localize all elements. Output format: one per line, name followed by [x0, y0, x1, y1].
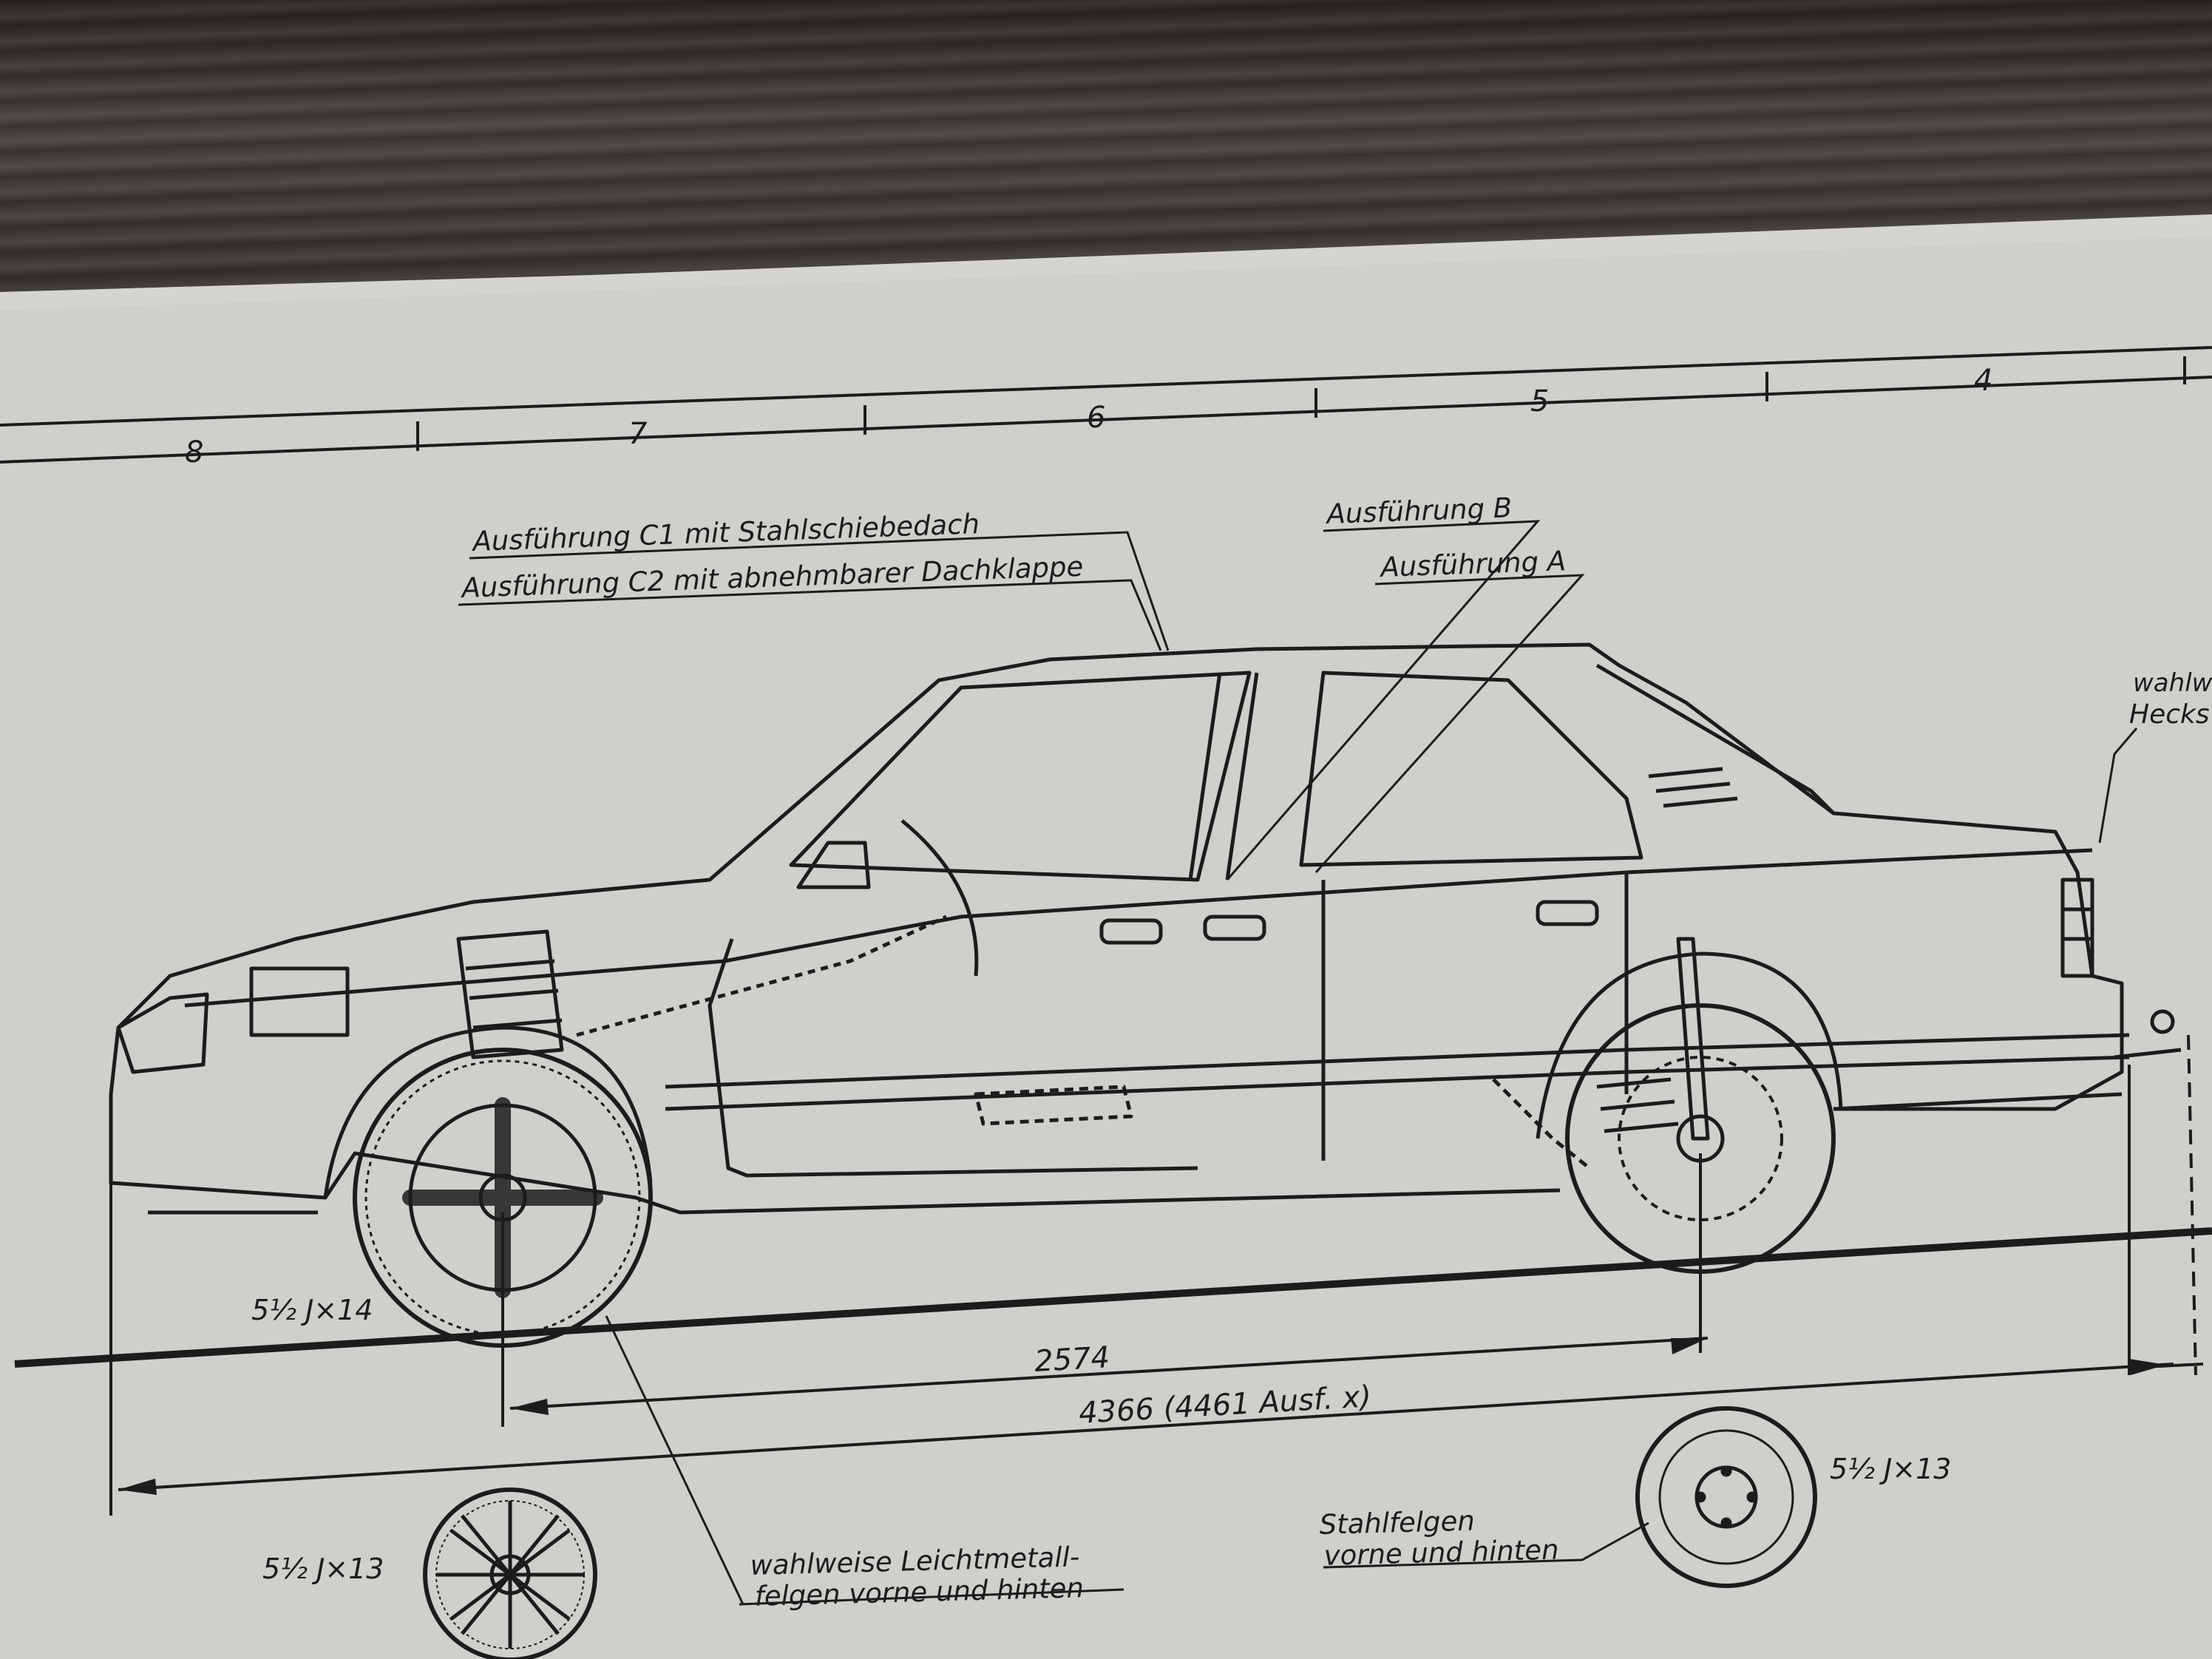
ruler-zone-6: 6 — [1087, 401, 1105, 435]
rear-door — [1321, 872, 1629, 1161]
steering-wheel — [900, 819, 979, 977]
rear-spring-coils — [1596, 1077, 1679, 1133]
front-door — [708, 938, 1198, 1178]
dim-overall — [118, 1363, 2174, 1491]
leader-b — [1226, 520, 1541, 881]
leader-c2 — [458, 579, 1162, 651]
front-wheel-arch — [323, 1025, 653, 1198]
dimension-lines — [109, 1034, 2204, 1516]
label-wahlw-partial: wahlw — [2133, 668, 2212, 698]
battery-box — [249, 966, 350, 1037]
front-window — [789, 671, 1252, 882]
front-door-handle — [1099, 918, 1163, 945]
belt-line — [184, 848, 2093, 1008]
headlight — [116, 992, 209, 1074]
ruler-zone-8: 8 — [185, 435, 203, 469]
leader-c1 — [469, 531, 1170, 651]
ground-line — [14, 1227, 2212, 1368]
rear-window — [1299, 671, 1643, 867]
rear-screen — [1595, 663, 1835, 815]
leader-steel — [1323, 1521, 1649, 1569]
side-mirror — [796, 841, 871, 889]
rear-door-handle — [1536, 900, 1599, 926]
dim-wheelbase — [509, 1337, 1709, 1410]
label-hecks-partial: Hecks — [2129, 699, 2210, 730]
ruler-zone-4: 4 — [1974, 364, 1992, 398]
c-pillar-vent — [1648, 767, 1738, 808]
leader-lines — [458, 520, 2138, 1606]
drive-shaft — [576, 915, 948, 1037]
leader-a — [1314, 574, 1585, 874]
label-variant-a: Ausführung A — [1379, 545, 1567, 583]
b-pillar — [1188, 672, 1259, 881]
paper-sheet — [0, 214, 2212, 1659]
leader-alloy — [605, 1315, 744, 1605]
leader-hecks — [2098, 727, 2138, 844]
seat-frame — [974, 1085, 1133, 1126]
label-steel-note-2: vorne und hinten — [1323, 1534, 1559, 1572]
label-rim-front: 5½ J×14 — [251, 1294, 373, 1326]
label-variant-b: Ausführung B — [1325, 492, 1513, 530]
dim-wheelbase-label: 2574 — [1034, 1340, 1110, 1379]
car-body-outline — [109, 642, 2124, 1111]
label-rim-alloy: 5½ J×13 — [262, 1553, 384, 1585]
front-suspension — [456, 929, 564, 1059]
rear-shock — [1676, 937, 1710, 1141]
rear-bumper — [1833, 1048, 2182, 1111]
tow-hook — [2150, 1009, 2175, 1034]
paper-highlight — [0, 214, 2212, 311]
steel-rim-detail — [1635, 1406, 1817, 1588]
label-steel-note-1: Stahlfelgen — [1319, 1505, 1475, 1541]
front-spring-coils — [465, 959, 563, 1030]
tail-light — [2060, 878, 2094, 978]
drawing-frame-ruler — [0, 346, 2212, 464]
car-side-view — [109, 642, 2182, 1215]
dimension-arrows — [118, 1338, 2166, 1495]
mid-door-handle — [1203, 915, 1266, 941]
label-rim-steel: 5½ J×13 — [1830, 1453, 1952, 1485]
dim-tow-ext — [2187, 1034, 2197, 1376]
leader-alloy-underline — [739, 1588, 1124, 1606]
ruler-zone-5: 5 — [1530, 384, 1549, 418]
alloy-rim-detail — [423, 1487, 597, 1659]
ruler-zone-7: 7 — [628, 417, 648, 451]
rear-wheel-arch — [1536, 951, 1843, 1139]
